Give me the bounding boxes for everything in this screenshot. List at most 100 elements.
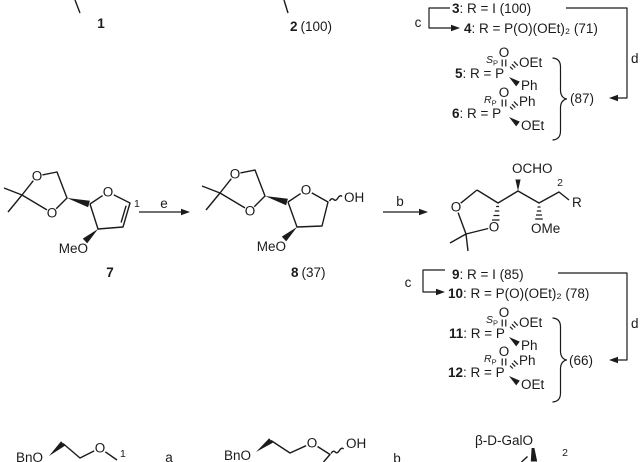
wedge-bond [509, 337, 520, 347]
step-e-label: e [160, 196, 168, 211]
oxo-atom-label: O [499, 344, 510, 359]
step-d-label: d [631, 51, 639, 66]
substituent-label: Ph [519, 94, 536, 109]
position-2-label: 2 [562, 447, 568, 459]
double-bond [501, 99, 507, 107]
wedge-bond [265, 196, 288, 206]
step-b-label: b [396, 194, 404, 209]
oh-label: OH [344, 190, 364, 205]
wedge-bond [509, 77, 520, 87]
reaction-arrow-b: b [383, 194, 428, 216]
stereo-descriptor: SP [486, 314, 498, 328]
wavy-bond [330, 447, 345, 454]
position-1-label: 1 [120, 448, 126, 460]
bno-label: BnO [16, 450, 43, 462]
r-group-label: R [572, 195, 582, 210]
arrowhead-icon [181, 208, 190, 216]
ocho-label: OCHO [512, 161, 553, 176]
hash-bond [509, 360, 519, 369]
wedge-bond [82, 229, 98, 244]
step-c-label: c [405, 275, 412, 290]
hash-bond [509, 61, 519, 70]
double-bond [501, 59, 507, 67]
skeleton-bonds [62, 442, 118, 461]
brace-11-12 [552, 317, 568, 403]
reaction-arrow-e: e [139, 196, 190, 216]
wedge-bond [67, 198, 90, 208]
yield-5-6: (87) [570, 91, 594, 106]
bond [521, 455, 528, 462]
oh-label: OH [346, 436, 366, 451]
substituent-label: OEt [521, 377, 545, 392]
entry-5: 5: R = P SP O OEt Ph [455, 45, 543, 93]
structure-9: OCHO 2 R OMe O O [449, 161, 582, 252]
oxo-atom-label: O [499, 305, 510, 320]
meo-label: MeO [59, 241, 88, 256]
atom-o-label: O [32, 169, 43, 184]
wavy-bond [328, 195, 343, 202]
skeleton-bonds [201, 169, 329, 228]
substituent-label: OEt [519, 55, 543, 70]
entry-3-row: 3: R = I (100) [452, 1, 531, 16]
atom-o-label: O [451, 200, 462, 215]
arrowhead-icon [609, 94, 618, 102]
bond [74, 0, 81, 14]
brace-5-6 [552, 57, 568, 141]
compound-2-fragment: 2(100) [283, 0, 332, 34]
atom-o-label: O [245, 204, 256, 219]
arrowhead-icon [609, 356, 618, 364]
bracket [428, 7, 452, 29]
bno-label: BnO [224, 448, 251, 462]
entry-11: 11: R = P SP O OEt Ph [449, 305, 543, 353]
structure-bottom-mid-partial: BnO O OH [224, 436, 366, 462]
skeleton-bonds [3, 171, 131, 230]
route-line [566, 7, 628, 99]
hash-bond [509, 321, 519, 330]
entry-12: 12: R = P RP O Ph OEt [448, 344, 545, 392]
wedge-bond [256, 438, 273, 452]
substituent-label: Ph [521, 78, 538, 93]
atom-o-label: O [103, 185, 114, 200]
compound-2-label: 2(100) [290, 19, 332, 34]
meo-label: MeO [257, 239, 286, 254]
step-d-route-9-12: d [558, 272, 639, 364]
step-c-bracket-9-10: c [405, 269, 445, 296]
atom-o-label: O [95, 441, 106, 456]
hash-bond [492, 205, 500, 221]
position-1-label: 1 [134, 198, 140, 210]
structure-bottom-right-partial: β-D-GalO 2 [475, 433, 568, 462]
compound-7-number: 7 [106, 265, 114, 280]
wedge-bond [509, 376, 520, 386]
wedge-bond [509, 117, 520, 127]
route-line [558, 272, 628, 361]
wedge-bond [515, 179, 521, 191]
structure-7: O O O 1 MeO 7 [3, 169, 140, 280]
position-2-label: 2 [557, 177, 563, 189]
entry-12-row: 12: R = P [448, 365, 505, 380]
step-c-bracket-3-4: c [415, 7, 460, 32]
substituent-label: OEt [519, 315, 543, 330]
oxo-atom-label: O [499, 85, 510, 100]
arrowhead-icon [451, 24, 460, 32]
wedge-bond [49, 441, 65, 456]
substituent-label: Ph [519, 353, 536, 368]
substituent-label: Ph [521, 338, 538, 353]
entry-11-row: 11: R = P [449, 326, 505, 341]
stereo-descriptor: SP [486, 54, 498, 68]
hash-bond [509, 101, 519, 110]
compound-1-fragment: 1 [74, 0, 105, 31]
atom-o-label: O [307, 436, 318, 451]
step-c-label: c [415, 15, 422, 30]
wedge-bond [530, 448, 538, 462]
double-bond [501, 358, 507, 366]
skeleton-bonds [449, 189, 570, 252]
compound-8-label: 8(37) [291, 265, 326, 280]
arrowhead-icon [436, 288, 445, 296]
atom-o-label: O [230, 167, 241, 182]
bond [283, 0, 289, 14]
arrowhead-icon [419, 208, 428, 216]
step-d-label: d [631, 316, 639, 331]
stereo-descriptor: RP [484, 94, 497, 108]
